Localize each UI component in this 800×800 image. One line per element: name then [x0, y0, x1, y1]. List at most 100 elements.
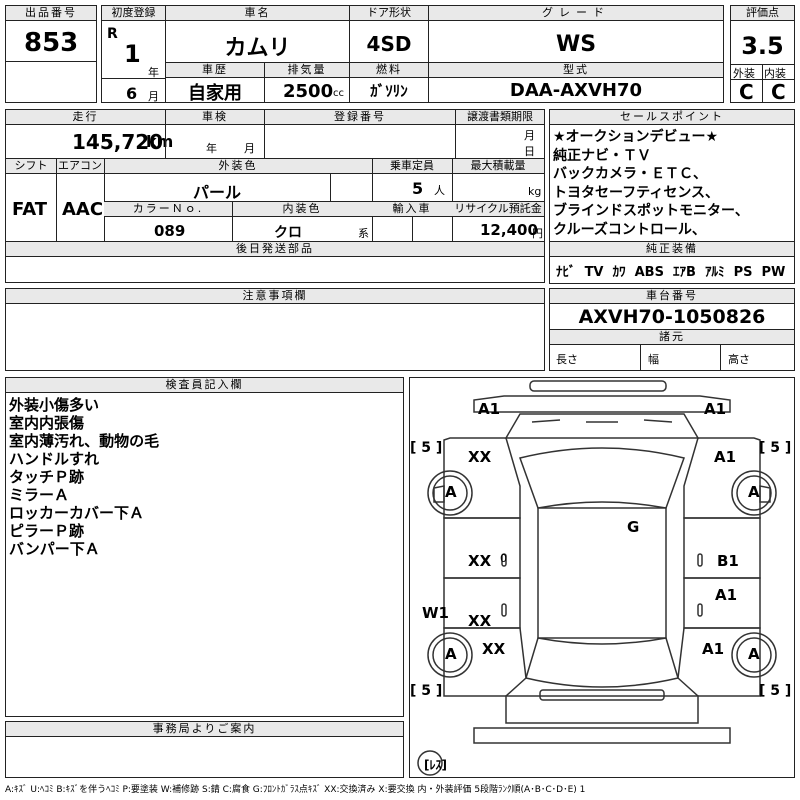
score: 3.5 — [741, 32, 784, 60]
car-name-cell: 車名 カムリ — [165, 5, 350, 63]
inspector-note: 外装小傷多い — [9, 396, 100, 414]
chassis-cell: 車台番号 AXVH70-1050826 諸元 長さ 幅 高さ — [549, 288, 795, 371]
sales-point: クルーズコントロール、 — [553, 221, 706, 238]
equip-item: TV — [584, 265, 604, 280]
mileage-header: 走行 — [6, 110, 165, 125]
era: R — [107, 26, 118, 42]
inspector-note: ミラーＡ — [9, 486, 70, 504]
history-cell: 車歴 自家用 — [165, 62, 265, 104]
grade-header: グレード — [429, 6, 723, 21]
inspector-note: タッチＰ跡 — [9, 468, 85, 486]
mark-front-right-door: B1 — [717, 552, 739, 570]
later-parts-cell: 後日発送部品 — [5, 241, 545, 283]
sales-points-list: ★オークションデビュー★ 純正ナビ・ＴＶ バックカメラ・ＥＴＣ、 トヨタセーフテ… — [553, 128, 749, 239]
equipment-header: 純正装備 — [550, 242, 794, 257]
equip-item: PS — [733, 265, 753, 280]
sales-point: 純正ナビ・ＴＶ — [553, 147, 651, 164]
score-cell: 評価点 3.5 外装 内装 C C — [730, 5, 795, 104]
fuel: ｶﾞｿﾘﾝ — [370, 82, 408, 100]
tire-fl: [ 5 ] — [410, 440, 443, 456]
mark-roof: G — [627, 518, 640, 536]
mark-rr-fender: A1 — [702, 640, 725, 658]
equip-item: ｶﾜ — [612, 265, 626, 280]
int-color-unit: 系 — [358, 227, 369, 240]
lot-no: 853 — [24, 28, 79, 58]
reg-no-header: 登録番号 — [265, 110, 455, 125]
first-reg-month: 6 — [126, 84, 138, 103]
door-header: ドア形状 — [350, 6, 428, 21]
inspector-header: 検査員記入欄 — [6, 378, 403, 393]
shift-header: シフト — [6, 159, 56, 174]
notes-cell: 注意事項欄 — [5, 288, 545, 371]
load-unit: kg — [528, 185, 542, 198]
recycle-unit: 円 — [532, 227, 543, 240]
details-block: シフト エアコン 外装色 乗車定員 最大積載量 FAT AAC パール 5 人 … — [5, 158, 545, 242]
mark-fl-tire: A — [445, 483, 457, 501]
displacement-cell: 排気量 2500 cc — [264, 62, 350, 103]
import-header: 輸入車 — [372, 202, 452, 217]
ext-color-header: 外装色 — [104, 159, 372, 174]
mark-left-rocker: W1 — [422, 604, 449, 622]
first-reg-header: 初度登録 — [102, 6, 165, 21]
aircon: AAC — [62, 199, 104, 220]
model-cell: 型式 DAA-AXVH70 — [428, 62, 724, 103]
car-diagram: [ 5 ] [ 5 ] [ 5 ] [ 5 ] A1 A1 XX A1 A A … — [409, 377, 795, 778]
chassis-no: AXVH70-1050826 — [578, 306, 766, 328]
mark-rear-right-door: A1 — [715, 586, 738, 604]
tire-fr: [ 5 ] — [759, 440, 792, 456]
recycle-header: リサイクル預託金 — [452, 202, 544, 217]
recycle-fee: 12,400 — [480, 221, 538, 239]
int-score: C — [771, 80, 786, 104]
reg-no-cell: 登録番号 — [264, 109, 456, 159]
score-header: 評価点 — [731, 6, 794, 21]
history-header: 車歴 — [166, 63, 264, 78]
sales-point: バックカメラ・ＥＴＣ、 — [553, 166, 707, 182]
mileage-cell: 走行 145,720 km — [5, 109, 173, 159]
displacement-header: 排気量 — [265, 63, 349, 78]
color-no-header: カラーＮｏ. — [104, 202, 232, 217]
equip-item: ｴｱB — [673, 265, 696, 280]
inspector-cell: 検査員記入欄 外装小傷多い 室内内張傷 室内薄汚れ、動物の毛 ハンドルすれ タッ… — [5, 377, 404, 717]
sales-point: ★オークションデビュー★ — [553, 129, 719, 145]
fuel-cell: 燃料 ｶﾞｿﾘﾝ — [349, 62, 429, 103]
mileage: 145,720 — [72, 130, 164, 154]
first-reg-year: 1 — [124, 40, 141, 68]
mileage-unit: km — [146, 132, 174, 151]
specs-header: 諸元 — [550, 330, 794, 345]
insp-year-unit: 年 — [206, 142, 217, 155]
fuel-header: 燃料 — [350, 63, 428, 78]
displacement-unit: cc — [333, 88, 344, 99]
equip-item: PW — [761, 265, 786, 280]
later-parts-header: 後日発送部品 — [6, 242, 544, 257]
lot-no-cell: 出品番号 853 — [5, 5, 97, 103]
door-type: 4SD — [366, 32, 412, 56]
mark-fr-fender: A1 — [714, 448, 737, 466]
insp-month-unit: 月 — [244, 142, 255, 155]
inspection-header: 車検 — [166, 110, 264, 125]
model-code: DAA-AXVH70 — [509, 80, 643, 101]
legend: A:ｷｽﾞ U:ﾍｺﾐ B:ｷｽﾞを伴うﾍｺﾐ P:要塗装 W:補修跡 S:錆 … — [5, 785, 586, 795]
grade-cell: グレード WS — [428, 5, 724, 63]
int-color-header: 内装色 — [232, 202, 372, 217]
inspector-note: ピラーＰ跡 — [9, 522, 85, 540]
width-label: 幅 — [648, 353, 659, 366]
mark-fl-fender: XX — [468, 448, 492, 466]
tire-rr: [ 5 ] — [759, 683, 792, 699]
inspector-note: 室内内張傷 — [9, 414, 85, 432]
office-cell: 事務局よりご案内 — [5, 721, 404, 778]
transfer-month-unit: 月 — [524, 129, 535, 142]
capacity: 5 — [412, 179, 424, 198]
spare-less: [ﾚｽ] — [424, 758, 447, 772]
mark-fr-tire: A — [748, 483, 760, 501]
inspector-note: ハンドルすれ — [9, 450, 100, 468]
transfer-cell: 譲渡書類期限 月 日 — [455, 109, 545, 159]
mark-rl-tire: A — [445, 645, 457, 663]
ext-score: C — [739, 80, 754, 104]
lot-no-header: 出品番号 — [6, 6, 96, 21]
int-score-label: 内装 — [764, 67, 786, 80]
shift: FAT — [12, 199, 48, 220]
mark-front-left: A1 — [478, 400, 501, 418]
sales-points-header: セールスポイント — [550, 110, 794, 125]
equip-item: ｱﾙﾐ — [705, 265, 725, 280]
mark-rear-left-door: XX — [468, 612, 492, 630]
